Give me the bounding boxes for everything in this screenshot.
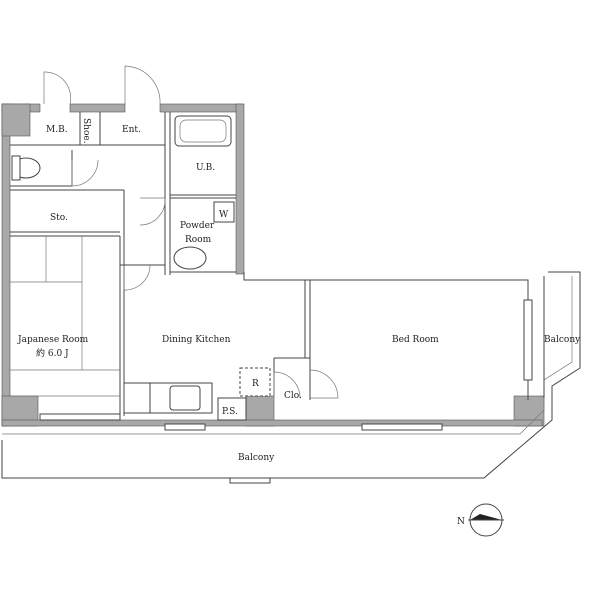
room-label-closet: Clo. xyxy=(284,391,302,401)
room-label-balcony-side: Balcony xyxy=(544,335,581,345)
room-label-shoe: Shoe. xyxy=(81,118,91,144)
room-label-unit-bath: U.B. xyxy=(196,163,215,173)
structural-walls xyxy=(1,103,545,427)
fixtures xyxy=(11,115,533,431)
room-label-japanese-room: Japanese Room xyxy=(17,335,89,345)
room-label-dining-kitchen: Dining Kitchen xyxy=(162,335,231,345)
room-label-storage: Sto. xyxy=(50,213,68,223)
room-label-refrigerator: R xyxy=(252,379,259,389)
compass: N xyxy=(457,503,504,537)
room-label-japanese-room-size: 約 6.0 J xyxy=(36,347,69,359)
room-label-bed-room: Bed Room xyxy=(392,335,439,345)
room-label-powder-room-line1: Powder xyxy=(180,221,215,231)
room-labels: M.B. Shoe. Ent. U.B. W Powder Room Sto. … xyxy=(17,118,581,463)
room-label-entrance: Ent. xyxy=(122,125,141,135)
partitions xyxy=(10,112,529,421)
room-label-washer: W xyxy=(219,210,229,220)
room-label-pipe-space: P.S. xyxy=(222,407,238,417)
compass-label: N xyxy=(457,517,465,527)
room-label-mb: M.B. xyxy=(46,125,68,135)
room-label-balcony-bottom: Balcony xyxy=(238,453,275,463)
balconies xyxy=(1,271,581,484)
room-label-powder-room-line2: Room xyxy=(185,235,212,245)
doors xyxy=(43,65,339,399)
